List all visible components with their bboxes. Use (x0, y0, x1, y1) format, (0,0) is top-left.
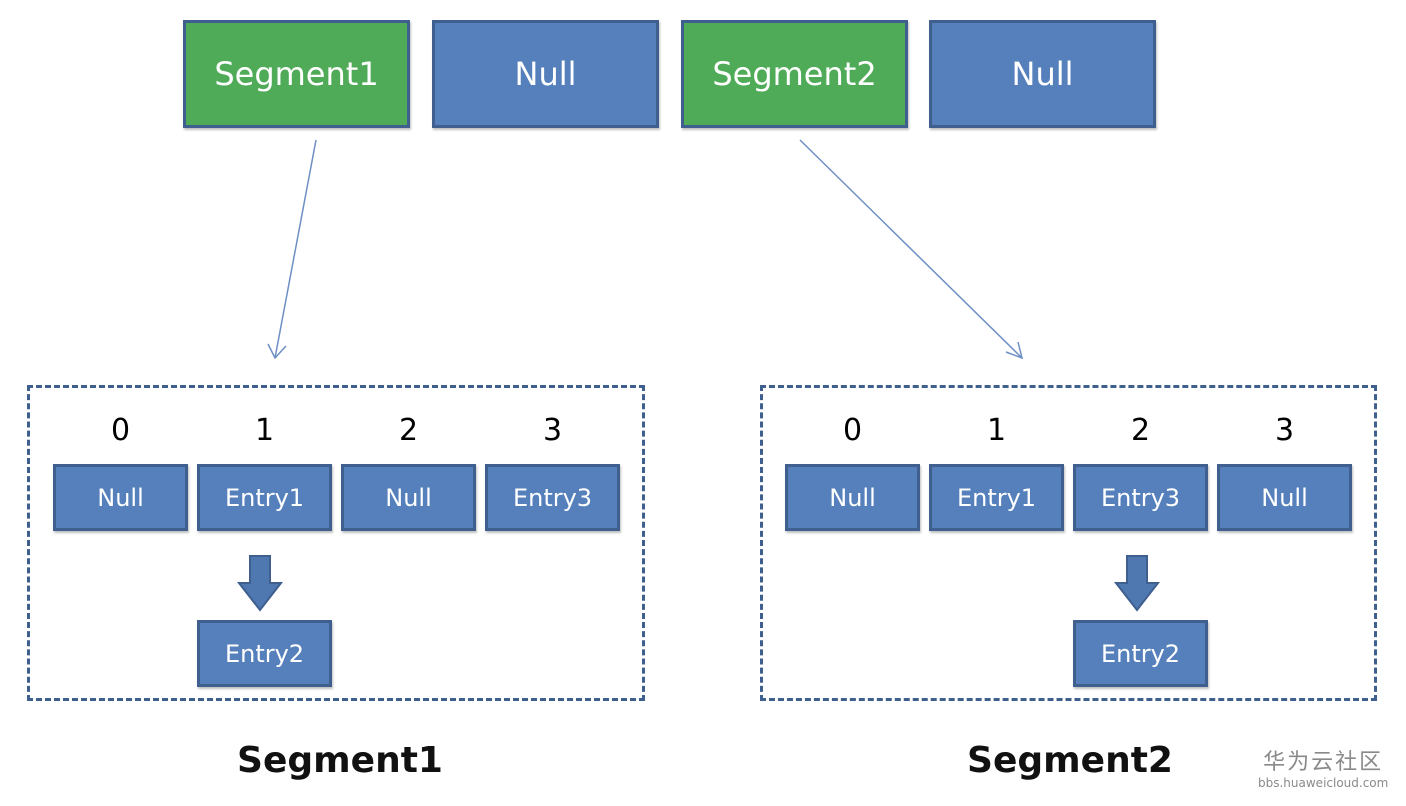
null-slot: Null (929, 20, 1156, 128)
arrowhead-segment1 (267, 343, 287, 360)
arrowhead-segment2 (1005, 341, 1024, 360)
bucket-slot: Entry3 (1073, 464, 1208, 531)
bucket-slot: Null (1217, 464, 1352, 531)
chained-entry: Entry2 (1073, 620, 1208, 687)
watermark: 华为云社区 bbs.huaweicloud.com (1258, 744, 1388, 790)
bucket-slot: Entry1 (197, 464, 332, 531)
down-arrow-icon (236, 555, 284, 612)
bucket-slot: Null (785, 464, 920, 531)
null-slot: Null (432, 20, 659, 128)
segment2-caption: Segment2 (967, 740, 1173, 781)
bucket-slot: Entry3 (485, 464, 620, 531)
segment-slot: Segment2 (681, 20, 908, 128)
arrow-segment1 (274, 139, 317, 359)
segment1-caption: Segment1 (237, 740, 443, 781)
down-arrow-icon (1113, 555, 1161, 612)
index-label: 1 (254, 413, 275, 448)
arrow-segment2 (799, 139, 1023, 359)
index-label: 2 (1130, 413, 1151, 448)
bucket-slot: Null (53, 464, 188, 531)
watermark-title: 华为云社区 (1263, 750, 1384, 775)
segment1-container (27, 385, 645, 701)
chained-entry: Entry2 (197, 620, 332, 687)
index-label: 0 (110, 413, 131, 448)
index-label: 3 (542, 413, 563, 448)
bucket-slot: Entry1 (929, 464, 1064, 531)
segment2-container (760, 385, 1377, 701)
index-label: 1 (986, 413, 1007, 448)
index-label: 2 (398, 413, 419, 448)
bucket-slot: Null (341, 464, 476, 531)
index-label: 0 (842, 413, 863, 448)
watermark-url: bbs.huaweicloud.com (1258, 776, 1389, 790)
segment-slot: Segment1 (183, 20, 410, 128)
index-label: 3 (1274, 413, 1295, 448)
